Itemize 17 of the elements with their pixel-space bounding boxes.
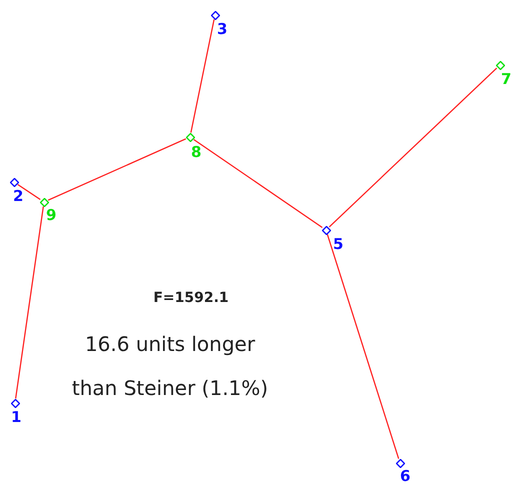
connector-line [48,138,186,201]
point-number: 3 [217,22,228,37]
connector-line [326,234,400,459]
point-number: 1 [11,410,22,425]
point-number: 8 [191,145,202,160]
connector-line [17,184,41,200]
point-number: 2 [13,189,24,204]
point-number: 7 [501,72,512,87]
point-number: 6 [400,469,410,484]
score-label: F=1592.1 [152,289,230,308]
connector-line [190,19,215,133]
connector-line [193,139,323,228]
note-text: 16.6 units longer than Steiner (1.1%) [70,331,270,402]
point-number: 9 [46,208,56,223]
connector-line [328,68,498,228]
point-number: 5 [333,237,344,252]
connector-line [15,206,44,399]
